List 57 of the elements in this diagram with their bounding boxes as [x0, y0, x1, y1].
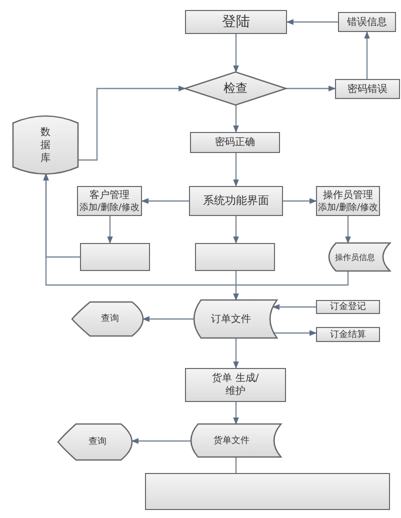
node-text: 系统功能界面 [203, 194, 269, 208]
arrow [233, 105, 239, 133]
decision-diamond [185, 72, 286, 105]
arrow [233, 271, 239, 301]
arrow [131, 438, 191, 444]
node-text: 密码正确 [215, 136, 255, 149]
process-box [145, 473, 390, 510]
arrow [107, 216, 113, 244]
arrow [141, 198, 189, 204]
node-text: 添加/删除/修改 [318, 202, 378, 214]
process-box [185, 10, 287, 34]
node-text: 货单文件 [214, 434, 250, 446]
node-text: 检查 [224, 81, 248, 96]
arrow [142, 316, 194, 322]
process-box [80, 243, 150, 271]
arrow [233, 153, 239, 187]
node-text: 客户管理 [90, 188, 130, 202]
node-text: 操作员信息 [335, 252, 375, 262]
process-box [338, 12, 396, 32]
arrow [233, 34, 239, 73]
arrow [233, 338, 239, 369]
process-box [316, 186, 380, 216]
process-box [185, 368, 286, 402]
arrow [43, 173, 349, 286]
document-shape [193, 300, 277, 338]
node-text: 订单文件 [211, 312, 251, 326]
process-box [335, 79, 400, 99]
arrow [286, 19, 338, 25]
process-box [77, 186, 142, 216]
process-box [316, 327, 380, 342]
node-text: 错误信息 [347, 16, 387, 28]
node-text: 登陆 [222, 14, 250, 30]
node-text: 查询 [101, 313, 119, 325]
arrow [283, 198, 317, 204]
node-text: 添加/删除/修改 [79, 202, 140, 214]
node-text: 数据库 [40, 126, 50, 164]
arrow [286, 86, 336, 92]
node-text: 查询 [88, 436, 106, 448]
arrow [345, 216, 351, 244]
document-shape [328, 243, 390, 271]
node-text: 货单 生成/维护 [211, 372, 260, 398]
arrow [273, 330, 317, 336]
node-text: 操作员管理 [323, 188, 373, 202]
process-box [190, 132, 280, 153]
node-text: 密码错误 [348, 82, 388, 96]
arrow [272, 304, 316, 310]
arrow [233, 216, 239, 244]
process-box [189, 186, 283, 216]
arrow [233, 402, 239, 425]
node-text: 订金登记 [330, 301, 366, 313]
process-box [195, 243, 275, 271]
arrow [364, 31, 370, 79]
database-cylinder [13, 115, 78, 175]
document-shape [190, 424, 281, 457]
node-text: 订金结算 [330, 328, 366, 340]
arrow [78, 86, 186, 161]
process-box [316, 300, 380, 314]
